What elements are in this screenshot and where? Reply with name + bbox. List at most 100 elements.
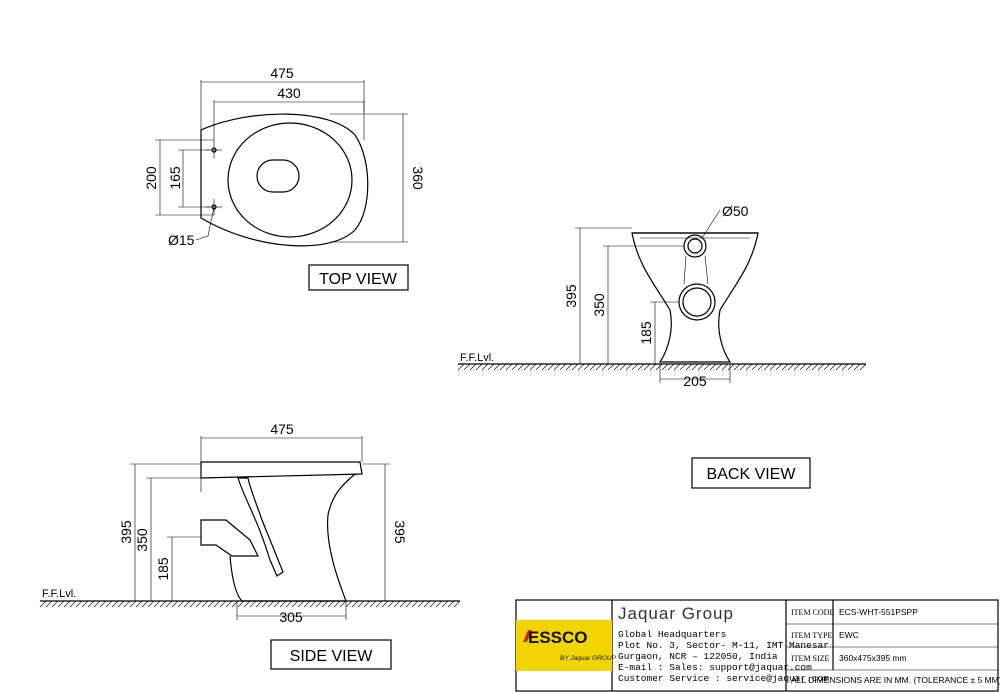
address-line-3: Gurgaon, NCR – 122050, India — [618, 651, 778, 662]
floor-hatch-line — [129, 600, 137, 608]
dim-top-430: 430 — [277, 85, 301, 101]
floor-hatch-line — [117, 600, 125, 608]
floor-hatch-line — [237, 600, 245, 608]
floor-hatch-line — [417, 600, 425, 608]
floor-hatch-line — [619, 363, 627, 371]
floor-hatch-line — [565, 363, 573, 371]
floor-hatch-line — [291, 600, 299, 608]
floor-hatch-line — [423, 600, 431, 608]
floor-hatch-line — [667, 363, 675, 371]
floor-hatch-line — [135, 600, 143, 608]
floor-hatch-line — [481, 363, 489, 371]
floor-hatch-line — [327, 600, 335, 608]
floor-hatch-line — [727, 363, 735, 371]
top-view: 475 430 360 200 165 Ø15 TOP VIEW — [143, 65, 426, 291]
floor-hatch-line — [583, 363, 591, 371]
floor-hatch-line — [213, 600, 221, 608]
floor-hatch-line — [835, 363, 843, 371]
floor-hatch-line — [177, 600, 185, 608]
dim-top-475: 475 — [270, 65, 294, 81]
logo-text: ESSCO — [528, 628, 588, 647]
item-code-label: ITEM CODE — [791, 608, 834, 617]
floor-hatch-line — [601, 363, 609, 371]
top-bowl-outline — [200, 113, 369, 247]
floor-hatch-line — [769, 363, 777, 371]
floor-hatch-line — [643, 363, 651, 371]
floor-hatch-line — [775, 363, 783, 371]
dim-back-350: 350 — [591, 293, 607, 317]
title-block: ESSCO BY Jaquar GROUP Jaquar Group Globa… — [515, 599, 1000, 692]
side-view-label: SIDE VIEW — [290, 648, 374, 665]
floor-hatch-line — [595, 363, 603, 371]
floor-hatch-line — [535, 363, 543, 371]
floor-hatch-line — [655, 363, 663, 371]
address-line-2: Plot No. 3, Sector- M-11, IMT Manesar — [618, 640, 829, 651]
dim-back-395: 395 — [563, 284, 579, 308]
floor-hatch-line — [649, 363, 657, 371]
floor-hatch-line — [141, 600, 149, 608]
floor-hatch-line — [351, 600, 359, 608]
floor-hatch-line — [589, 363, 597, 371]
floor-hatch-line — [369, 600, 377, 608]
floor-hatch-line — [99, 600, 107, 608]
floor-hatch-line — [87, 600, 95, 608]
floor-hatch-line — [715, 363, 723, 371]
floor-hatch-line — [45, 600, 53, 608]
back-view-label: BACK VIEW — [707, 466, 797, 483]
floor-hatch-line — [793, 363, 801, 371]
floor-hatch-line — [261, 600, 269, 608]
floor-hatch-line — [781, 363, 789, 371]
side-seat — [200, 461, 363, 479]
floor-hatch-line — [183, 600, 191, 608]
floor-level-side: F.F.Lvl. — [42, 588, 76, 600]
floor-hatch-line — [745, 363, 753, 371]
floor-hatch-line — [357, 600, 365, 608]
floor-hatch-line — [381, 600, 389, 608]
dim-side-475: 475 — [270, 421, 294, 437]
floor-hatch-line — [739, 363, 747, 371]
floor-hatch-line — [405, 600, 413, 608]
dim-back-pipe: Ø50 — [722, 203, 749, 219]
floor-hatch-line — [559, 363, 567, 371]
floor-hatch-line — [399, 600, 407, 608]
side-pedestal — [229, 473, 356, 602]
floor-hatch-line — [255, 600, 263, 608]
floor-hatch-line — [453, 600, 461, 608]
floor-hatch-line — [859, 363, 867, 371]
floor-hatch-line — [817, 363, 825, 371]
floor-hatch-line — [799, 363, 807, 371]
floor-hatch-line — [147, 600, 155, 608]
floor-hatch-line — [517, 363, 525, 371]
floor-hatch-line — [201, 600, 209, 608]
floor-hatch-line — [853, 363, 861, 371]
floor-hatch-line — [207, 600, 215, 608]
floor-hatch-line — [499, 363, 507, 371]
logo-sub: BY Jaquar GROUP — [560, 655, 617, 662]
floor-hatch-line — [171, 600, 179, 608]
floor-hatch-line — [105, 600, 113, 608]
floor-hatch-line — [57, 600, 65, 608]
item-code-value: ECS-WHT-551PSPP — [839, 607, 918, 617]
floor-level-back: F.F.Lvl. — [460, 352, 494, 364]
address-line-4: E-mail : Sales: support@jaquar.com — [618, 662, 812, 673]
floor-hatch-line — [411, 600, 419, 608]
floor-hatch-line — [93, 600, 101, 608]
floor-hatch-line — [571, 363, 579, 371]
floor-hatch-line — [69, 600, 77, 608]
floor-hatch-line — [763, 363, 771, 371]
floor-hatch-line — [469, 363, 477, 371]
floor-hatch-line — [195, 600, 203, 608]
floor-hatch-line — [81, 600, 89, 608]
floor-hatch-line — [673, 363, 681, 371]
floor-hatch-line — [75, 600, 83, 608]
floor-hatch-line — [267, 600, 275, 608]
floor-hatch-line — [387, 600, 395, 608]
floor-hatch-line — [625, 363, 633, 371]
top-inner-rim — [227, 122, 353, 238]
floor-hatch-line — [231, 600, 239, 608]
floor-hatch-line — [523, 363, 531, 371]
floor-hatch-line — [363, 600, 371, 608]
floor-hatch-line — [273, 600, 281, 608]
dim-side-185: 185 — [155, 557, 171, 581]
